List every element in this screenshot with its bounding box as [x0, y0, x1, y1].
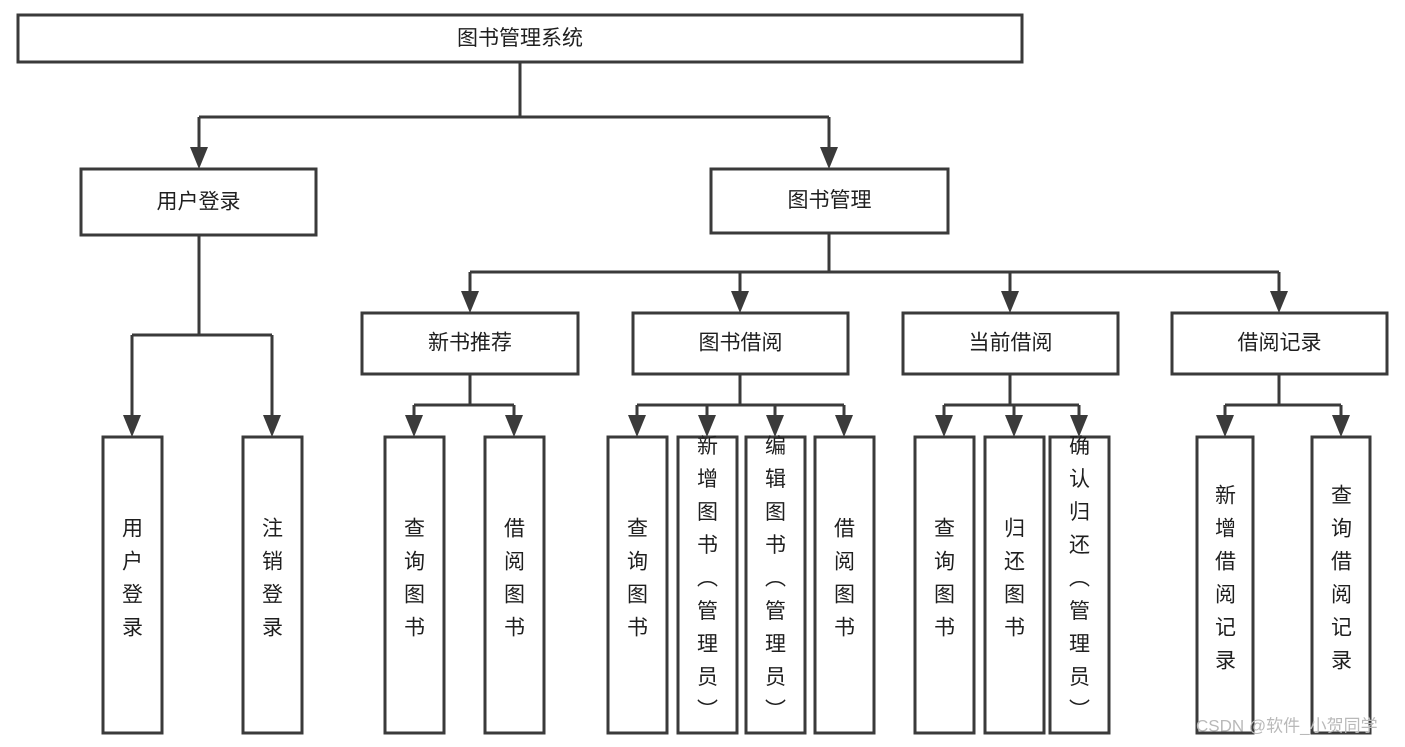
arrowhead-leaf-current-borrow-1	[935, 415, 953, 437]
leaf-node-user-login-2-label: 注销登录	[262, 518, 283, 640]
node-book-borrow-box	[631, 311, 850, 376]
leaf-node-book-borrow-4[interactable]: 借阅图书	[813, 435, 876, 735]
leaf-node-borrow-record-2-label: 查询借阅记录	[1331, 485, 1352, 673]
leaf-node-new-book-2-box	[483, 435, 546, 735]
arrowhead-book-borrow	[731, 291, 749, 313]
arrowhead-leaf-borrow-record-1	[1216, 415, 1234, 437]
node-new-book-recommend-box	[360, 311, 580, 376]
node-current-borrow[interactable]: 当前借阅	[901, 311, 1120, 376]
leaf-node-borrow-record-1-box	[1195, 435, 1255, 735]
leaf-node-user-login-2-box	[241, 435, 304, 735]
leaf-node-user-login-1[interactable]: 用户登录	[101, 435, 164, 735]
leaf-node-book-borrow-2[interactable]: 新增图书︵管理员︶	[676, 435, 739, 735]
leaf-node-current-borrow-1[interactable]: 查询图书	[913, 435, 976, 735]
arrowhead-leaf-user-login-2	[263, 415, 281, 437]
node-user-login-box	[79, 167, 318, 237]
leaf-node-book-borrow-2-label: 新增图书︵管理员︶	[697, 435, 718, 722]
node-root-system[interactable]: 图书管理系统	[16, 13, 1024, 64]
leaf-node-borrow-record-1-label: 新增借阅记录	[1215, 485, 1236, 673]
node-book-manage-label: 图书管理	[788, 189, 872, 212]
leaf-node-new-book-1[interactable]: 查询图书	[383, 435, 446, 735]
arrowhead-leaf-current-borrow-2	[1005, 415, 1023, 437]
leaf-node-book-borrow-4-box	[813, 435, 876, 735]
arrowhead-leaf-borrow-record-2	[1332, 415, 1350, 437]
node-borrow-record-label: 借阅记录	[1238, 332, 1322, 355]
leaf-node-new-book-1-box	[383, 435, 446, 735]
arrowhead-leaf-new-book-2	[505, 415, 523, 437]
leaf-node-current-borrow-1-box	[913, 435, 976, 735]
connector-layer	[123, 62, 1350, 437]
node-current-borrow-label: 当前借阅	[969, 332, 1053, 355]
leaf-node-book-borrow-2-box	[676, 435, 739, 735]
leaf-node-book-borrow-1[interactable]: 查询图书	[606, 435, 669, 735]
arrowhead-book-manage	[820, 147, 838, 169]
leaf-node-book-borrow-1-box	[606, 435, 669, 735]
node-root-system-box	[16, 13, 1024, 64]
leaf-node-book-borrow-3-label: 编辑图书︵管理员︶	[765, 435, 786, 722]
leaf-node-borrow-record-2[interactable]: 查询借阅记录	[1310, 435, 1372, 735]
csdn-watermark: CSDN @软件_小贺同学	[1196, 716, 1378, 735]
leaf-node-current-borrow-3-label: 确认归还︵管理员︶	[1069, 435, 1090, 722]
leaf-node-borrow-record-2-box	[1310, 435, 1372, 735]
arrowhead-leaf-user-login-1	[123, 415, 141, 437]
leaf-node-book-borrow-3-box	[744, 435, 807, 735]
node-borrow-record[interactable]: 借阅记录	[1170, 311, 1389, 376]
leaf-node-book-borrow-3[interactable]: 编辑图书︵管理员︶	[744, 435, 807, 735]
node-book-manage-box	[709, 167, 950, 235]
node-current-borrow-box	[901, 311, 1120, 376]
leaf-node-new-book-2-label: 借阅图书	[504, 518, 525, 640]
arrowhead-leaf-current-borrow-3	[1070, 415, 1088, 437]
node-book-borrow[interactable]: 图书借阅	[631, 311, 850, 376]
node-new-book-recommend-label: 新书推荐	[428, 332, 512, 355]
arrowhead-current-borrow	[1001, 291, 1019, 313]
node-book-borrow-label: 图书借阅	[699, 332, 783, 355]
node-root-system-label: 图书管理系统	[457, 27, 583, 50]
leaf-node-current-borrow-2[interactable]: 归还图书	[983, 435, 1046, 735]
arrowhead-borrow-record	[1270, 291, 1288, 313]
leaf-node-current-borrow-1-label: 查询图书	[934, 518, 955, 640]
arrowhead-user-login	[190, 147, 208, 169]
node-user-login-label: 用户登录	[157, 191, 241, 214]
leaf-node-new-book-1-label: 查询图书	[404, 518, 425, 640]
arrowhead-leaf-new-book-1	[405, 415, 423, 437]
node-user-login[interactable]: 用户登录	[79, 167, 318, 237]
arrowhead-leaf-book-borrow-2	[698, 415, 716, 437]
arrowhead-leaf-book-borrow-1	[628, 415, 646, 437]
leaf-node-current-borrow-3[interactable]: 确认归还︵管理员︶	[1048, 435, 1111, 735]
leaf-node-user-login-2[interactable]: 注销登录	[241, 435, 304, 735]
leaf-node-borrow-record-1[interactable]: 新增借阅记录	[1195, 435, 1255, 735]
node-book-manage[interactable]: 图书管理	[709, 167, 950, 235]
arrowhead-new-book-recommend	[461, 291, 479, 313]
leaf-node-book-borrow-4-label: 借阅图书	[834, 518, 855, 640]
leaf-node-book-borrow-1-label: 查询图书	[627, 518, 648, 640]
arrowhead-leaf-book-borrow-4	[835, 415, 853, 437]
leaf-node-user-login-1-box	[101, 435, 164, 735]
leaf-node-current-borrow-2-label: 归还图书	[1004, 518, 1025, 640]
node-borrow-record-box	[1170, 311, 1389, 376]
leaf-node-new-book-2[interactable]: 借阅图书	[483, 435, 546, 735]
leaf-node-user-login-1-label: 用户登录	[122, 518, 143, 640]
leaf-node-current-borrow-2-box	[983, 435, 1046, 735]
arrowhead-leaf-book-borrow-3	[766, 415, 784, 437]
node-new-book-recommend[interactable]: 新书推荐	[360, 311, 580, 376]
leaf-node-current-borrow-3-box	[1048, 435, 1111, 735]
